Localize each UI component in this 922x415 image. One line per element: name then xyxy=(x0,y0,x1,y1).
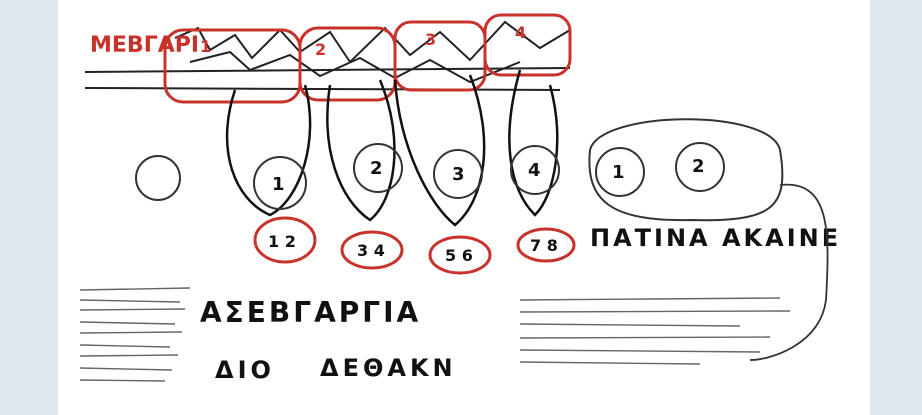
box-digit-2: 2 xyxy=(315,40,326,59)
pair-label-1: 1 2 xyxy=(268,232,296,251)
figures xyxy=(135,118,784,222)
box-digit-1: 1 xyxy=(200,37,211,56)
paper-sheet xyxy=(58,0,870,415)
pair-label-4: 7 8 xyxy=(530,236,558,255)
turtle-digit-1: 1 xyxy=(272,174,285,195)
box-digit-4: 4 xyxy=(515,23,526,42)
turtle-digit-2: 2 xyxy=(370,158,383,179)
top-left-label: ΜΕΒΓΑΡΙ xyxy=(90,33,199,58)
right-connector xyxy=(749,183,829,361)
bottom-left-label-a: ΔΙΟ xyxy=(215,356,275,384)
connecting-strings xyxy=(225,69,559,227)
bottom-left-label-b: ΔΕΘΑΚΝ xyxy=(320,354,457,382)
turtle-digit-6: 2 xyxy=(692,156,705,177)
pair-ovals xyxy=(253,216,576,275)
right-title-label: ΠΑΤΙΝΑ ΑΚΑΙΝΕ xyxy=(590,224,841,252)
turtle-digit-5: 1 xyxy=(612,162,625,183)
turtle-digit-4: 4 xyxy=(528,160,541,181)
pair-label-2: 3 4 xyxy=(357,241,385,260)
pair-label-3: 5 6 xyxy=(445,246,473,265)
box-digit-3: 3 xyxy=(425,30,436,49)
note-scribbles xyxy=(79,287,791,382)
turtle-digit-3: 3 xyxy=(452,164,465,185)
main-left-label: ΑΣΕΒΓΑΡΓΙΑ xyxy=(200,296,421,329)
